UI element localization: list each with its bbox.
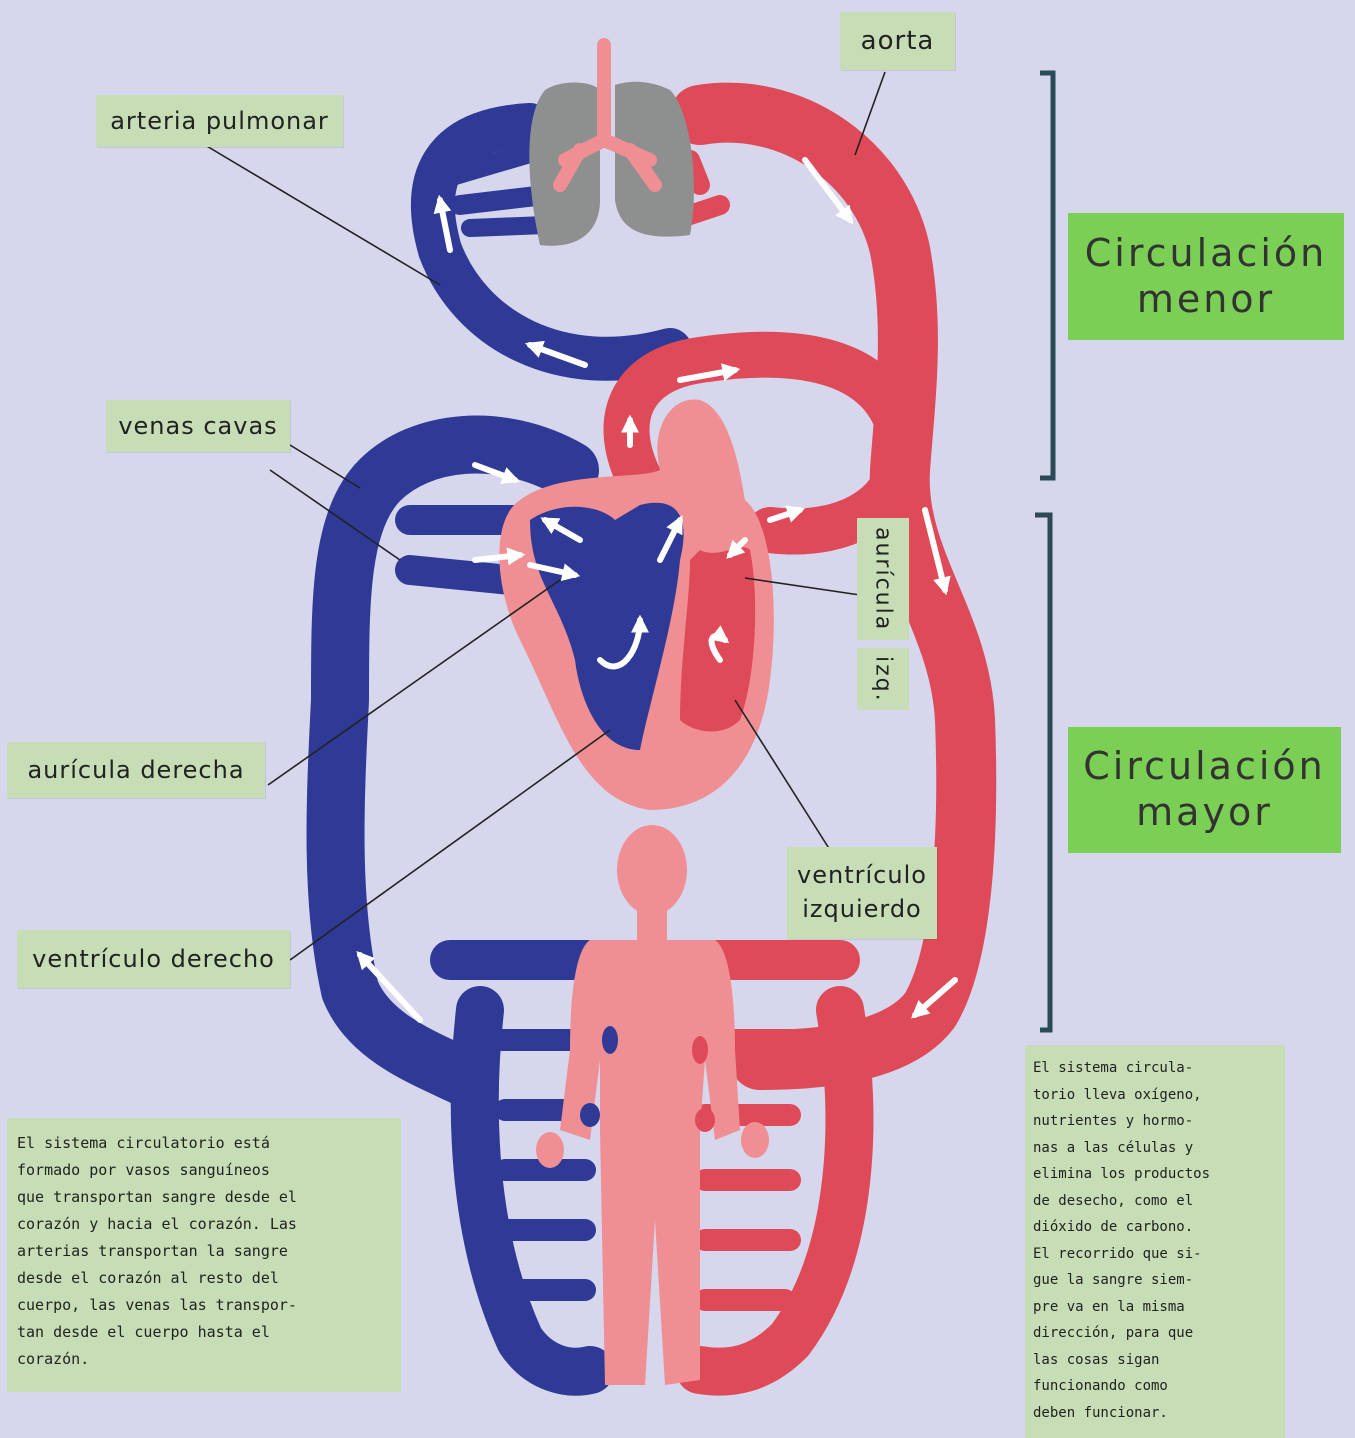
ventriculo-derecho-label: ventrículo derecho	[17, 930, 290, 988]
note-right-line: El sistema circula-	[1033, 1055, 1277, 1082]
note-right-line: de desecho, como el	[1033, 1188, 1277, 1215]
circulacion-mayor-line2: mayor	[1136, 790, 1273, 836]
note-left-line: desde el corazón al resto del	[17, 1265, 391, 1292]
venas-cavas-label: venas cavas	[106, 400, 290, 452]
note-left-line: El sistema circulatorio está	[17, 1130, 391, 1157]
auricula-derecha-label: aurícula derecha	[7, 742, 265, 798]
note-right-line: nutrientes y hormo-	[1033, 1108, 1277, 1135]
auricula-izq-abbrev: izq.	[857, 648, 909, 710]
figure-head	[617, 825, 687, 915]
note-left-line: corazón y hacia el corazón. Las	[17, 1211, 391, 1238]
note-right: El sistema circula- torio lleva oxígeno,…	[1025, 1045, 1285, 1438]
circulacion-menor-box: Circulación menor	[1068, 213, 1344, 340]
note-left-line: tan desde el cuerpo hasta el	[17, 1319, 391, 1346]
note-right-line: El recorrido que si-	[1033, 1241, 1277, 1268]
ventriculo-izquierdo-line1: ventrículo	[797, 859, 927, 893]
lungs	[529, 45, 694, 246]
circulacion-mayor-box: Circulación mayor	[1068, 727, 1341, 853]
note-right-line: gue la sangre siem-	[1033, 1267, 1277, 1294]
note-right-line: dirección, para que	[1033, 1320, 1277, 1347]
auricula-izq-label: aurícula	[857, 518, 909, 640]
bracket-mayor	[1035, 515, 1050, 1030]
circulacion-menor-line1: Circulación	[1085, 231, 1327, 277]
aorta-label: aorta	[840, 12, 955, 70]
ventriculo-izquierdo-label: ventrículo izquierdo	[787, 847, 937, 939]
note-left-line: que transportan sangre desde el	[17, 1184, 391, 1211]
ventriculo-izquierdo-line2: izquierdo	[802, 893, 922, 927]
note-right-line: torio lleva oxígeno,	[1033, 1082, 1277, 1109]
section-brackets	[1035, 73, 1053, 1030]
note-right-line: elimina los productos	[1033, 1161, 1277, 1188]
note-right-line: deben funcionar.	[1033, 1400, 1277, 1427]
note-right-line: dióxido de carbono.	[1033, 1214, 1277, 1241]
heart-left-side	[680, 547, 755, 731]
note-left: El sistema circulatorio está formado por…	[7, 1118, 401, 1392]
arteria-pulmonar-label: arteria pulmonar	[96, 95, 343, 147]
note-left-line: corazón.	[17, 1346, 391, 1373]
bracket-menor	[1040, 73, 1053, 478]
note-left-line: formado por vasos sanguíneos	[17, 1157, 391, 1184]
circulacion-mayor-line1: Circulación	[1083, 744, 1325, 790]
note-right-line: funcionando como	[1033, 1373, 1277, 1400]
circulacion-menor-line2: menor	[1137, 277, 1275, 323]
note-right-line: las cosas sigan	[1033, 1347, 1277, 1374]
note-right-line: pre va en la misma	[1033, 1294, 1277, 1321]
note-right-line: nas a las células y	[1033, 1135, 1277, 1162]
note-left-line: arterias transportan la sangre	[17, 1238, 391, 1265]
note-left-line: cuerpo, las venas las transpor-	[17, 1292, 391, 1319]
